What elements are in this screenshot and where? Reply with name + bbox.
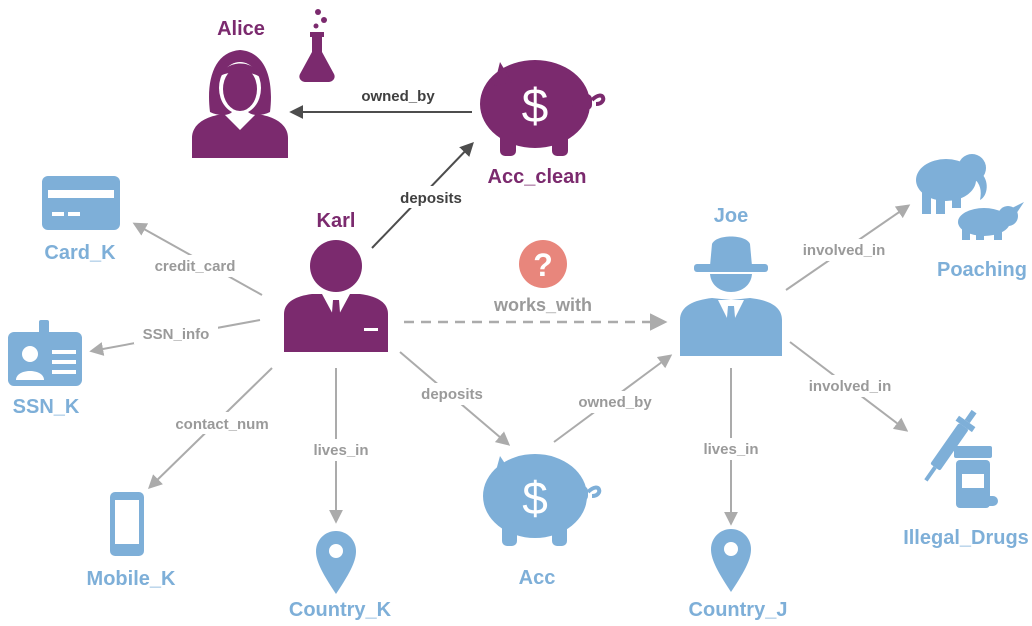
- edge-label-owned-by-acc: owned_by: [578, 394, 652, 411]
- node-country-k: Country_K: [289, 531, 392, 621]
- flask-icon: [299, 9, 335, 82]
- piggy-bank-icon: $: [483, 454, 602, 546]
- node-joe: Joe: [680, 205, 782, 356]
- node-mobile-k: Mobile_K: [87, 492, 176, 590]
- edge-label-deposits-top: deposits: [400, 190, 462, 207]
- node-label-country-k: Country_K: [289, 599, 392, 621]
- node-label-ssn-k: SSN_K: [13, 396, 80, 418]
- credit-card-icon: [42, 176, 120, 230]
- gangster-icon: [680, 236, 782, 356]
- node-acc: $ Acc: [483, 454, 602, 589]
- node-poaching: Poaching: [916, 154, 1027, 281]
- syringe-pills-icon: [924, 409, 998, 508]
- node-label-country-j: Country_J: [689, 599, 788, 621]
- businessman-icon: [284, 240, 388, 352]
- id-card-icon: [8, 320, 82, 386]
- edge-label-works-with: works_with: [493, 295, 592, 315]
- node-label-illegal-drugs: Illegal_Drugs: [903, 527, 1029, 549]
- edge-label-credit-card: credit_card: [155, 258, 236, 275]
- mobile-phone-icon: [110, 492, 144, 556]
- edge-labels: owned_by deposits credit_card SSN_info c…: [134, 84, 900, 461]
- node-label-poaching: Poaching: [937, 259, 1027, 281]
- edge-label-involved-in-drugs: involved_in: [809, 378, 892, 395]
- node-label-acc: Acc: [519, 567, 556, 589]
- node-label-karl: Karl: [317, 210, 356, 232]
- woman-icon: [192, 50, 288, 158]
- node-label-mobile-k: Mobile_K: [87, 568, 176, 590]
- edge-label-owned-by-top: owned_by: [361, 88, 435, 105]
- edge-label-ssn-info: SSN_info: [143, 326, 210, 343]
- node-ssn-k: SSN_K: [8, 320, 82, 418]
- node-illegal-drugs: Illegal_Drugs: [903, 409, 1029, 549]
- node-acc-clean: $ Acc_clean: [480, 60, 606, 188]
- edge-label-contact-num: contact_num: [175, 416, 268, 433]
- question-mark-text: ?: [533, 247, 553, 283]
- location-pin-icon: [711, 529, 751, 592]
- node-label-card-k: Card_K: [44, 242, 116, 264]
- edge-label-involved-in-poaching: involved_in: [803, 242, 886, 259]
- node-alice: Alice: [192, 18, 288, 158]
- question-mark-badge: ?: [519, 240, 567, 288]
- node-label-alice: Alice: [217, 18, 265, 40]
- location-pin-icon: [316, 531, 356, 594]
- node-label-acc-clean: Acc_clean: [488, 166, 587, 188]
- svg-text:$: $: [522, 80, 549, 133]
- node-card-k: Card_K: [42, 176, 120, 264]
- node-karl: Karl: [284, 210, 388, 352]
- edge-label-deposits-acc: deposits: [421, 386, 483, 403]
- node-label-joe: Joe: [714, 205, 748, 227]
- svg-text:$: $: [522, 472, 548, 524]
- edge-label-lives-in-joe: lives_in: [703, 441, 758, 458]
- piggy-bank-icon: $: [480, 60, 606, 156]
- elephant-rhino-icon: [916, 154, 1024, 240]
- node-country-j: Country_J: [689, 529, 788, 621]
- edge-label-lives-in-karl: lives_in: [313, 442, 368, 459]
